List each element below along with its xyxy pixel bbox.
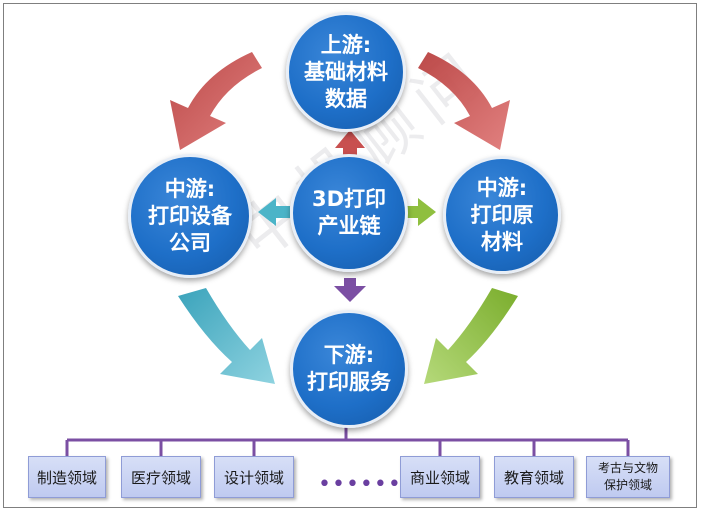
node-upstream: 上游: 基础材料 数据 — [286, 12, 406, 132]
arrow-equipment-to-downstream — [178, 288, 275, 384]
domain-manufacturing: 制造领域 — [28, 456, 106, 498]
node-downstream: 下游: 打印服务 — [290, 310, 408, 428]
arrow-materials-to-downstream — [424, 288, 518, 384]
domain-label: 教育领域 — [503, 468, 564, 487]
domain-label: 考古与文物 保护领域 — [597, 461, 658, 492]
arrow-upstream-to-equipment — [170, 52, 262, 150]
domain-archaeology: 考古与文物 保护领域 — [586, 456, 670, 498]
node-upstream-label: 上游: 基础材料 数据 — [304, 32, 388, 111]
domain-design: 设计领域 — [214, 456, 294, 498]
domain-label: 设计领域 — [223, 468, 284, 487]
domain-label: 商业领域 — [409, 468, 470, 487]
node-midstream-equipment-label: 中游: 打印设备 公司 — [148, 176, 232, 255]
arrow-center-up — [335, 130, 365, 156]
arrow-center-down — [334, 278, 366, 302]
domain-label: 制造领域 — [36, 468, 97, 487]
arrow-center-right — [404, 198, 436, 226]
node-midstream-materials-label: 中游: 打印原 材料 — [470, 175, 534, 254]
node-downstream-label: 下游: 打印服务 — [307, 343, 391, 394]
node-midstream-materials: 中游: 打印原 材料 — [443, 156, 561, 274]
more-domains-ellipsis: •••••• — [318, 472, 402, 497]
node-center-label: 3D打印 产业链 — [311, 187, 387, 238]
domain-tree-lines — [65, 420, 630, 456]
node-midstream-equipment: 中游: 打印设备 公司 — [128, 154, 252, 278]
domain-education: 教育领域 — [494, 456, 574, 498]
domain-commerce: 商业领域 — [400, 456, 480, 498]
arrow-upstream-to-materials — [418, 52, 510, 150]
arrow-center-left — [258, 198, 290, 226]
domain-medical: 医疗领域 — [121, 456, 201, 498]
domain-label: 医疗领域 — [130, 468, 191, 487]
node-center: 3D打印 产业链 — [290, 154, 408, 272]
